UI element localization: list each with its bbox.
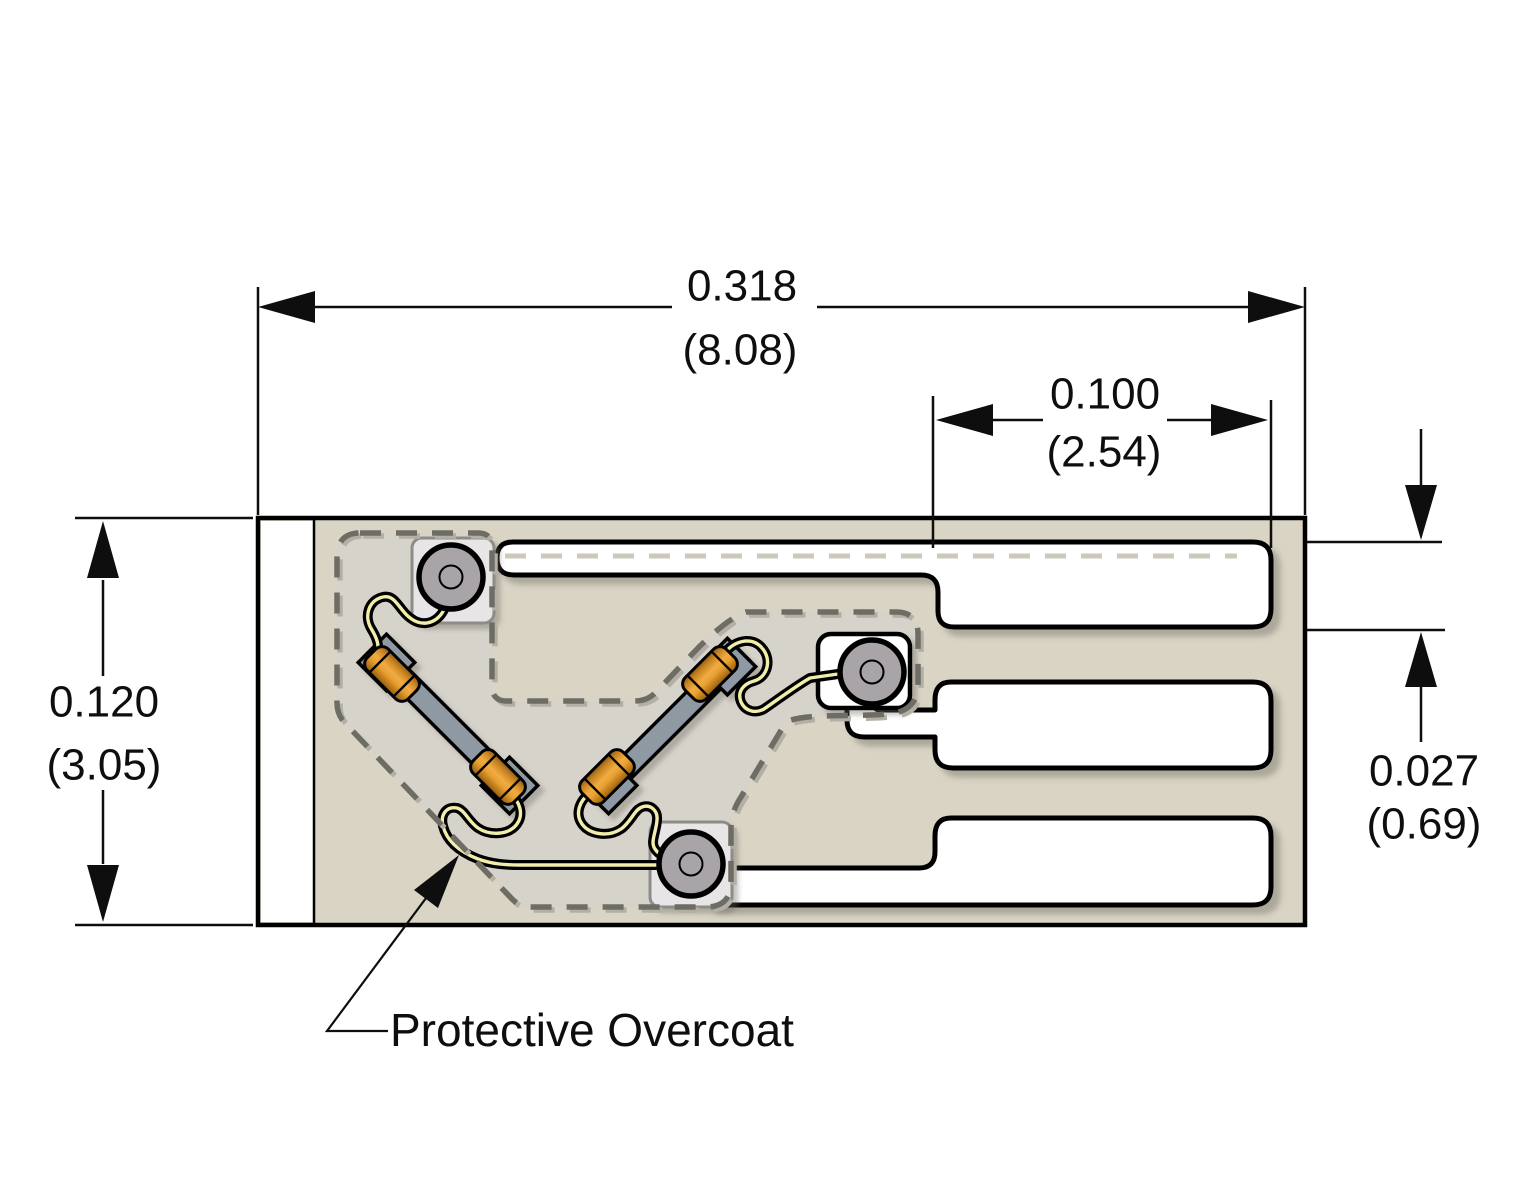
trace-topleft-pad-to-left-gauge bbox=[362, 591, 452, 659]
arrowhead-down bbox=[1405, 485, 1437, 540]
overcoat-callout: Protective Overcoat bbox=[324, 855, 794, 1056]
protective-overcoat-label: Protective Overcoat bbox=[390, 1004, 794, 1056]
leader-arrowhead bbox=[414, 855, 459, 908]
component-right-bottom bbox=[578, 748, 636, 806]
solder-pad-top-left bbox=[416, 542, 486, 612]
component-right-top bbox=[681, 645, 739, 703]
arrowhead-up bbox=[1405, 632, 1437, 687]
component-left-top bbox=[363, 645, 421, 703]
dim-contact-length-in: 0.100 bbox=[1050, 370, 1160, 419]
dim-body-height-in: 0.120 bbox=[49, 678, 159, 727]
dimension-overall-width: 0.318 (8.08) bbox=[256, 262, 1307, 515]
gauge-components bbox=[363, 645, 739, 806]
leader-line bbox=[324, 877, 442, 1033]
wire-traces bbox=[362, 591, 857, 870]
dimension-contact-width: 0.027 (0.69) bbox=[1307, 429, 1481, 849]
dim-overall-width-in: 0.318 bbox=[687, 262, 797, 311]
solder-pad-middle bbox=[837, 637, 907, 707]
overcoat-boundary bbox=[334, 530, 1237, 913]
arrowhead-down bbox=[87, 865, 119, 922]
dimension-contact-length: 0.100 (2.54) bbox=[931, 370, 1273, 548]
solder-pads bbox=[416, 542, 907, 899]
dim-contact-length-mm: (2.54) bbox=[1047, 428, 1162, 477]
overcoat-region bbox=[337, 533, 918, 907]
trace-left-gauge-to-bottom-pad bbox=[437, 788, 670, 870]
component-left-bottom bbox=[469, 748, 527, 806]
sensor-body bbox=[255, 515, 1308, 928]
overcoat-dash-line bbox=[334, 530, 921, 910]
arrowhead-right bbox=[1248, 291, 1305, 323]
left-end-strip bbox=[261, 521, 314, 922]
arrowhead-left bbox=[936, 404, 993, 436]
dim-contact-width-in: 0.027 bbox=[1369, 747, 1479, 796]
dim-body-height-mm: (3.05) bbox=[47, 741, 162, 790]
arrowhead-left bbox=[258, 291, 315, 323]
trace-right-gauge-to-bottom-pad bbox=[573, 788, 680, 863]
arrowhead-right bbox=[1211, 404, 1268, 436]
trace-right-gauge-to-middle-pad bbox=[718, 635, 857, 717]
arrowhead-up bbox=[87, 521, 119, 578]
dim-overall-width-mm: (8.08) bbox=[683, 326, 798, 375]
dimension-body-height: 0.120 (3.05) bbox=[47, 516, 253, 927]
solder-pad-bottom bbox=[656, 829, 726, 899]
dim-contact-width-mm: (0.69) bbox=[1367, 800, 1482, 849]
